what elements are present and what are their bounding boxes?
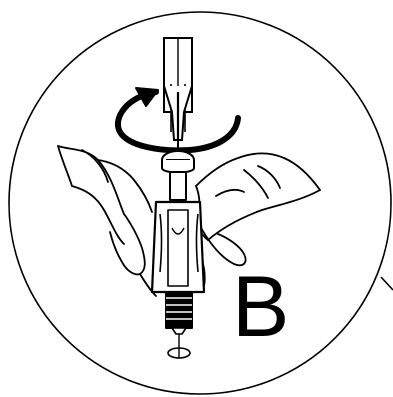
callout-line: [381, 277, 393, 290]
step-label: B: [232, 259, 289, 355]
